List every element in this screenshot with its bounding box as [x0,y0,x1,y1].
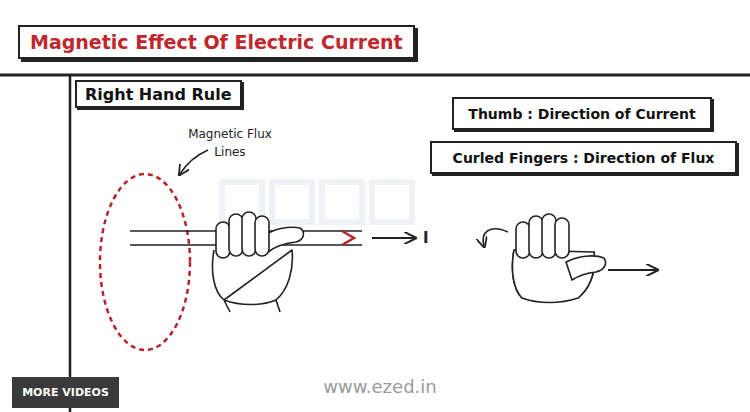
finger [229,214,243,256]
finger [216,222,230,258]
finger [242,212,256,256]
right-hand [512,214,605,303]
finger [542,214,556,258]
finger [529,216,543,258]
label-text: I [423,229,429,247]
margin-line [69,75,72,412]
divider-line [0,74,750,77]
rule-box: Thumb : Direction of Current [452,97,712,130]
watermark-box [372,182,412,222]
thumb-arrow [608,269,656,271]
thumb [566,256,606,280]
more-videos-button: MORE VIDEOS [12,377,119,408]
finger [255,216,269,256]
gripping-hand [212,212,303,312]
label-text: www.ezed.in [323,376,436,397]
current-symbol: I [423,229,437,247]
box-text: Curled Fingers : Direction of Flux [453,150,715,166]
watermark-box [322,182,362,222]
curl-arrow [483,229,508,246]
box-text: Thumb : Direction of Current [468,106,695,122]
palm [212,250,292,312]
leader-line [180,150,208,174]
current-arrow [372,237,414,239]
box-text: MORE VIDEOS [22,386,109,399]
label-text: Magnetic Flux Lines [188,127,272,159]
title-text: Magnetic Effect Of Electric Current [30,31,403,53]
callout-label: Magnetic Flux Lines [188,124,272,160]
watermark: www.ezed.in [300,376,460,398]
title-box: Magnetic Effect Of Electric Current [18,25,415,59]
rule-box: Curled Fingers : Direction of Flux [430,141,737,174]
flux-loop [100,174,190,350]
box-text: Right Hand Rule [85,85,232,104]
finger [516,222,530,258]
watermark-box [272,182,312,222]
finger [555,218,569,258]
current-arrow-head [342,231,354,245]
section-heading-box: Right Hand Rule [75,80,242,108]
